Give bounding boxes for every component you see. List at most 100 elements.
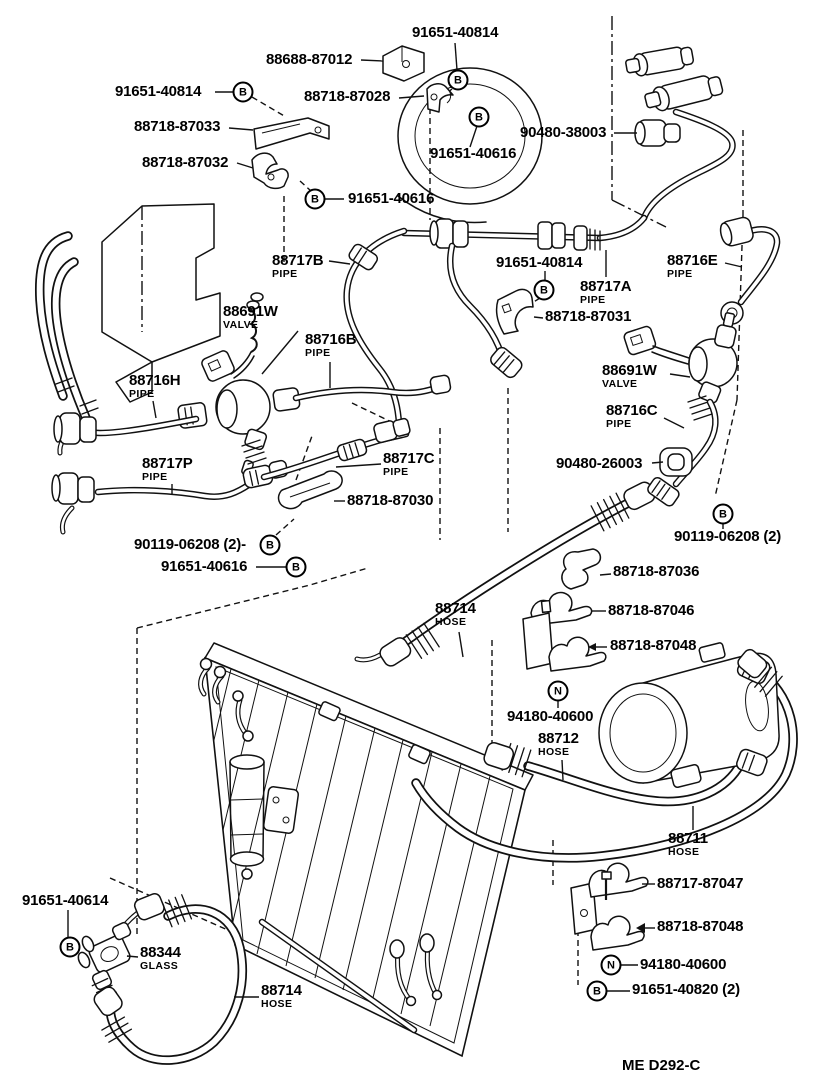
bracket-88688-87012 xyxy=(382,45,425,82)
clamp-88718-87031 xyxy=(495,288,534,335)
diagram-code: ME D292-C xyxy=(622,1057,701,1074)
fastener-marker-b: B xyxy=(59,936,81,958)
fastener-marker-b: B xyxy=(285,556,307,578)
part-label: 90119-06208 (2)- xyxy=(134,536,246,553)
part-sublabel: PIPE xyxy=(129,388,155,400)
fastener-marker-b: B xyxy=(259,534,281,556)
clamp-88718-87030 xyxy=(277,470,343,510)
part-label: 90480-38003 xyxy=(520,124,607,141)
bracket-88718-87033 xyxy=(253,117,330,150)
service-valve-icon xyxy=(625,46,695,77)
clamp-88718-87032 xyxy=(251,152,289,190)
part-label: 88718-87032 xyxy=(142,154,229,171)
part-label: 88718-87048 xyxy=(657,918,744,935)
part-sublabel: GLASS xyxy=(140,960,179,972)
pipe-88717c xyxy=(260,417,411,481)
part-sublabel: HOSE xyxy=(538,746,570,758)
part-label: 90480-26003 xyxy=(556,455,643,472)
pipe-88716c xyxy=(647,398,719,507)
clamp-88718-87048-mid xyxy=(548,636,607,672)
part-sublabel: PIPE xyxy=(383,466,409,478)
part-sublabel: HOSE xyxy=(261,998,293,1010)
part-label: 91651-40820 (2) xyxy=(632,981,740,998)
part-label: 94180-40600 xyxy=(507,708,594,725)
part-label: 91651-40616 xyxy=(430,145,517,162)
hose11-end-fitting xyxy=(737,648,768,679)
clamp-88718-87036 xyxy=(561,548,602,590)
bracket-88717-87047 xyxy=(570,862,649,935)
fastener-marker-n: N xyxy=(547,680,569,702)
part-sublabel: PIPE xyxy=(272,268,298,280)
sight-glass-88344 xyxy=(77,904,150,1001)
suction-hose-88711 xyxy=(411,665,798,863)
part-label: 88718-87048 xyxy=(610,637,697,654)
part-label: 88718-87030 xyxy=(347,492,434,509)
bracket-88718-87046 xyxy=(522,591,607,672)
part-label: 88718-87036 xyxy=(613,563,700,580)
part-label: 91651-40814 xyxy=(496,254,583,271)
pipe-88716h xyxy=(53,412,200,456)
fastener-marker-b: B xyxy=(447,69,469,91)
part-label: 90119-06208 (2) xyxy=(674,528,782,545)
clamp-88718-87048-bottom xyxy=(590,915,645,951)
part-label: 88718-87028 xyxy=(304,88,391,105)
fastener-marker-b: B xyxy=(712,503,734,525)
fastener-marker-b: B xyxy=(586,980,608,1002)
fastener-marker-b: B xyxy=(304,188,326,210)
leader-lines xyxy=(67,42,743,998)
leader-arrowhead xyxy=(588,643,596,651)
part-sublabel: PIPE xyxy=(606,418,632,430)
part-sublabel: HOSE xyxy=(435,616,467,628)
pipe-88716b xyxy=(292,374,452,402)
fastener-marker-b: B xyxy=(232,81,254,103)
discharge-hose-88712 xyxy=(483,742,746,807)
part-label: 88717-87047 xyxy=(657,875,744,892)
leader-arrowhead xyxy=(636,923,645,933)
compressor-sketch xyxy=(598,642,783,789)
part-sublabel: PIPE xyxy=(667,268,693,280)
engine-boundary-line xyxy=(611,16,667,228)
fastener-marker-n: N xyxy=(600,954,622,976)
hose-88714-bottom xyxy=(93,892,247,1065)
part-label: 88688-87012 xyxy=(266,51,353,68)
cowl-sketch xyxy=(34,203,221,423)
part-sublabel: VALVE xyxy=(602,378,638,390)
engine-sketch xyxy=(397,46,736,224)
part-label: 91651-40616 xyxy=(348,190,435,207)
part-label: 88718-87031 xyxy=(545,308,632,325)
valve-88691w-right xyxy=(623,312,738,421)
part-label: 88718-87033 xyxy=(134,118,221,135)
part-sublabel: PIPE xyxy=(142,471,168,483)
fastener-marker-b: B xyxy=(468,106,490,128)
clamp-88718-87028 xyxy=(426,83,454,113)
grommet-38003 xyxy=(634,119,681,147)
part-sublabel: PIPE xyxy=(305,347,331,359)
part-label: 94180-40600 xyxy=(640,956,727,973)
part-label: 91651-40614 xyxy=(22,892,109,909)
part-label: 91651-40814 xyxy=(412,24,499,41)
part-label: 91651-40814 xyxy=(115,83,202,100)
pipe-88717a xyxy=(400,214,648,251)
part-label: 88718-87046 xyxy=(608,602,695,619)
part-sublabel: VALVE xyxy=(223,319,259,331)
service-valve-icon xyxy=(644,75,724,112)
part-sublabel: HOSE xyxy=(668,846,700,858)
hose-88714-middle xyxy=(354,481,656,667)
